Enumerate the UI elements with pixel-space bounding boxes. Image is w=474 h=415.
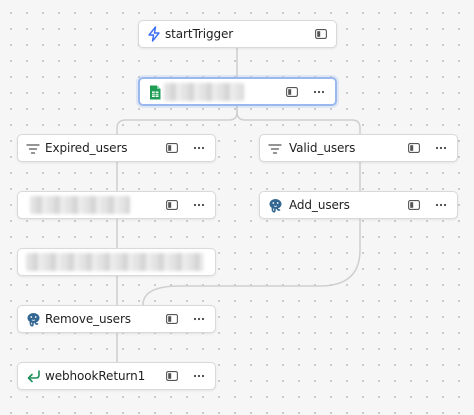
postgresql-icon [267,197,283,213]
edge-sheet-to-expired [116,105,238,134]
panel-icon[interactable] [165,141,179,155]
panel-icon[interactable] [165,369,179,383]
node-webhook-return[interactable]: webhookReturn1 [17,362,216,390]
node-label: Expired_users [45,141,128,155]
redacted-text [26,253,204,271]
redacted-text [30,196,130,214]
more-options-icon[interactable] [311,85,327,99]
panel-icon[interactable] [407,198,421,212]
node-label: startTrigger [165,27,234,41]
node-label: webhookReturn1 [45,369,146,383]
node-label: Valid_users [289,141,356,155]
node-label: Remove_users [45,312,131,326]
redacted-text [164,83,244,101]
panel-icon[interactable] [407,141,421,155]
more-options-icon[interactable] [191,369,207,383]
edge-sheet-to-valid [236,105,361,134]
node-add-users[interactable]: Add_users [259,191,458,219]
node-start-trigger[interactable]: startTrigger [138,20,337,48]
node-valid-users[interactable]: Valid_users [259,134,458,162]
lightning-bolt-icon [146,26,162,42]
panel-icon[interactable] [165,312,179,326]
node-redacted-step-1[interactable] [17,191,216,219]
node-remove-users[interactable]: Remove_users [17,305,216,333]
filter-icon [267,141,283,157]
more-options-icon[interactable] [433,198,449,212]
node-expired-users[interactable]: Expired_users [17,134,216,162]
node-sheet-step[interactable] [138,77,337,106]
node-redacted-step-2[interactable] [17,248,216,276]
more-options-icon[interactable] [191,312,207,326]
more-options-icon[interactable] [191,141,207,155]
more-options-icon[interactable] [191,198,207,212]
panel-icon[interactable] [314,27,328,41]
postgresql-icon [25,311,41,327]
filter-icon [25,141,41,157]
panel-icon[interactable] [165,198,179,212]
panel-icon[interactable] [285,85,299,99]
more-options-icon[interactable] [433,141,449,155]
return-arrow-icon [25,368,41,384]
google-sheets-icon [147,84,163,100]
node-label: Add_users [289,198,350,212]
